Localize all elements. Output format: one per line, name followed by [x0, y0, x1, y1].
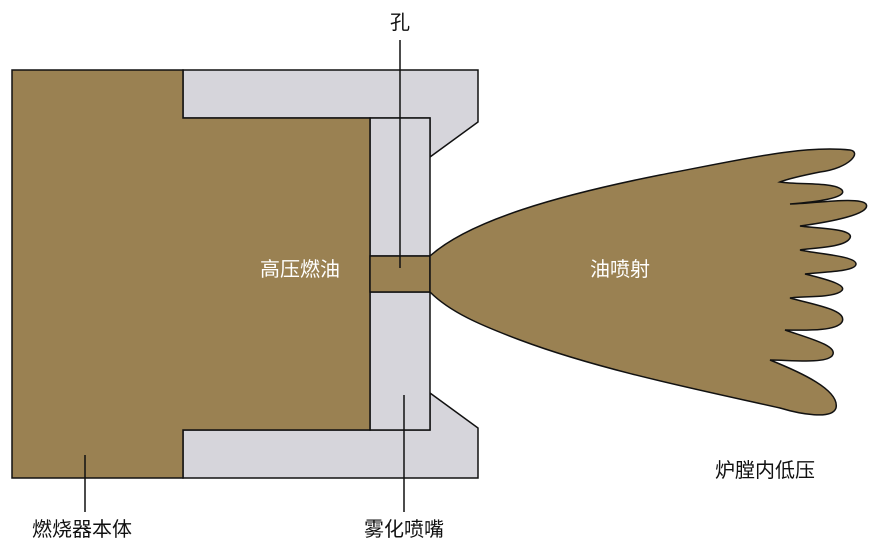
- burner-body-label: 燃烧器本体: [32, 517, 132, 541]
- oil-spray-label: 油喷射: [590, 257, 650, 281]
- furnace-low-pressure-label: 炉膛内低压: [715, 458, 815, 482]
- atomizing-nozzle-label: 雾化喷嘴: [364, 517, 444, 541]
- burner-body: [11, 69, 371, 479]
- nozzle-channel-lower: [369, 291, 431, 431]
- hole-label: 孔: [390, 10, 410, 34]
- high-pressure-oil-label: 高压燃油: [260, 257, 340, 281]
- oil-spray-plume: [429, 148, 868, 416]
